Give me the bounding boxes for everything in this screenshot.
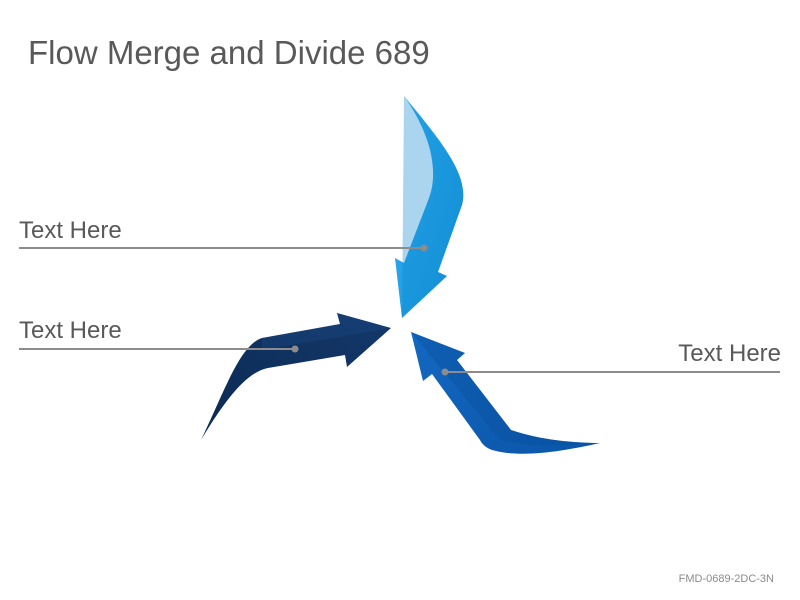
arrow-left (201, 313, 391, 440)
text-label-top: Text Here (19, 217, 122, 244)
arrow-top (395, 96, 464, 318)
callout-top (19, 244, 428, 252)
text-label-left: Text Here (19, 317, 122, 344)
arrow-right (411, 332, 600, 454)
text-label-right: Text Here (678, 340, 781, 367)
callout-left (19, 345, 299, 353)
callout-right (441, 368, 780, 376)
slide-code: FMD-0689-2DC-3N (678, 573, 774, 585)
slide-title: Flow Merge and Divide 689 (28, 34, 430, 71)
